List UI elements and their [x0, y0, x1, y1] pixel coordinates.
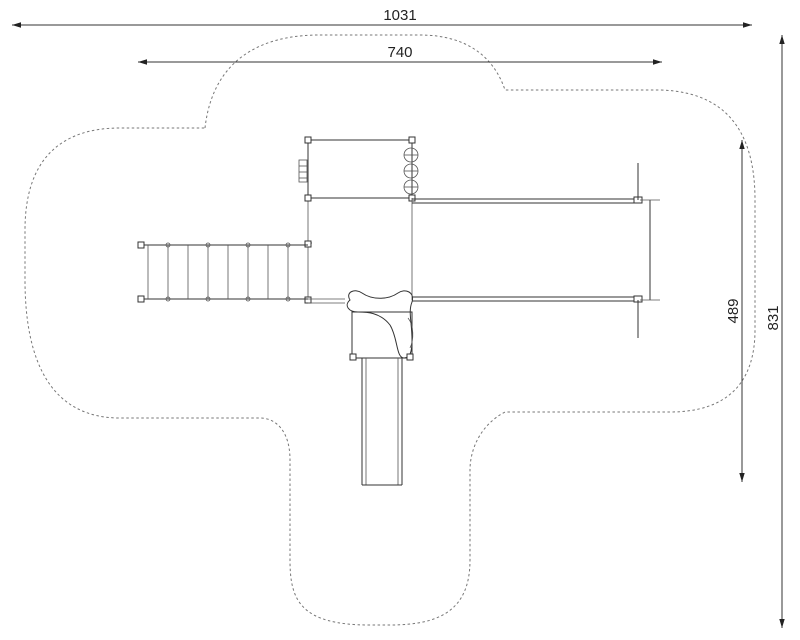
- dimension-frame-depth-label: 489: [725, 298, 742, 323]
- dimension-overall-width-label: 1031: [383, 7, 416, 24]
- steering-panel: [298, 159, 308, 183]
- swing-frame: [412, 163, 660, 338]
- dimension-overall-depth: 831: [765, 35, 785, 628]
- dimension-overall-width: 1031: [12, 7, 752, 28]
- slide-chute: [361, 358, 403, 486]
- roller-panel: [403, 147, 419, 195]
- dimension-overall-depth-label: 831: [765, 305, 782, 330]
- slide-start-piece: [346, 290, 414, 361]
- dimension-frame-width-label: 740: [387, 44, 412, 61]
- horizontal-ladder: [137, 241, 308, 303]
- dimension-frame-depth: 489: [725, 140, 745, 482]
- dimension-frame-width: 740: [138, 44, 662, 65]
- safety-zone-outline: [24, 34, 756, 626]
- lower-platform: [304, 198, 413, 304]
- tower-platform: [298, 136, 419, 300]
